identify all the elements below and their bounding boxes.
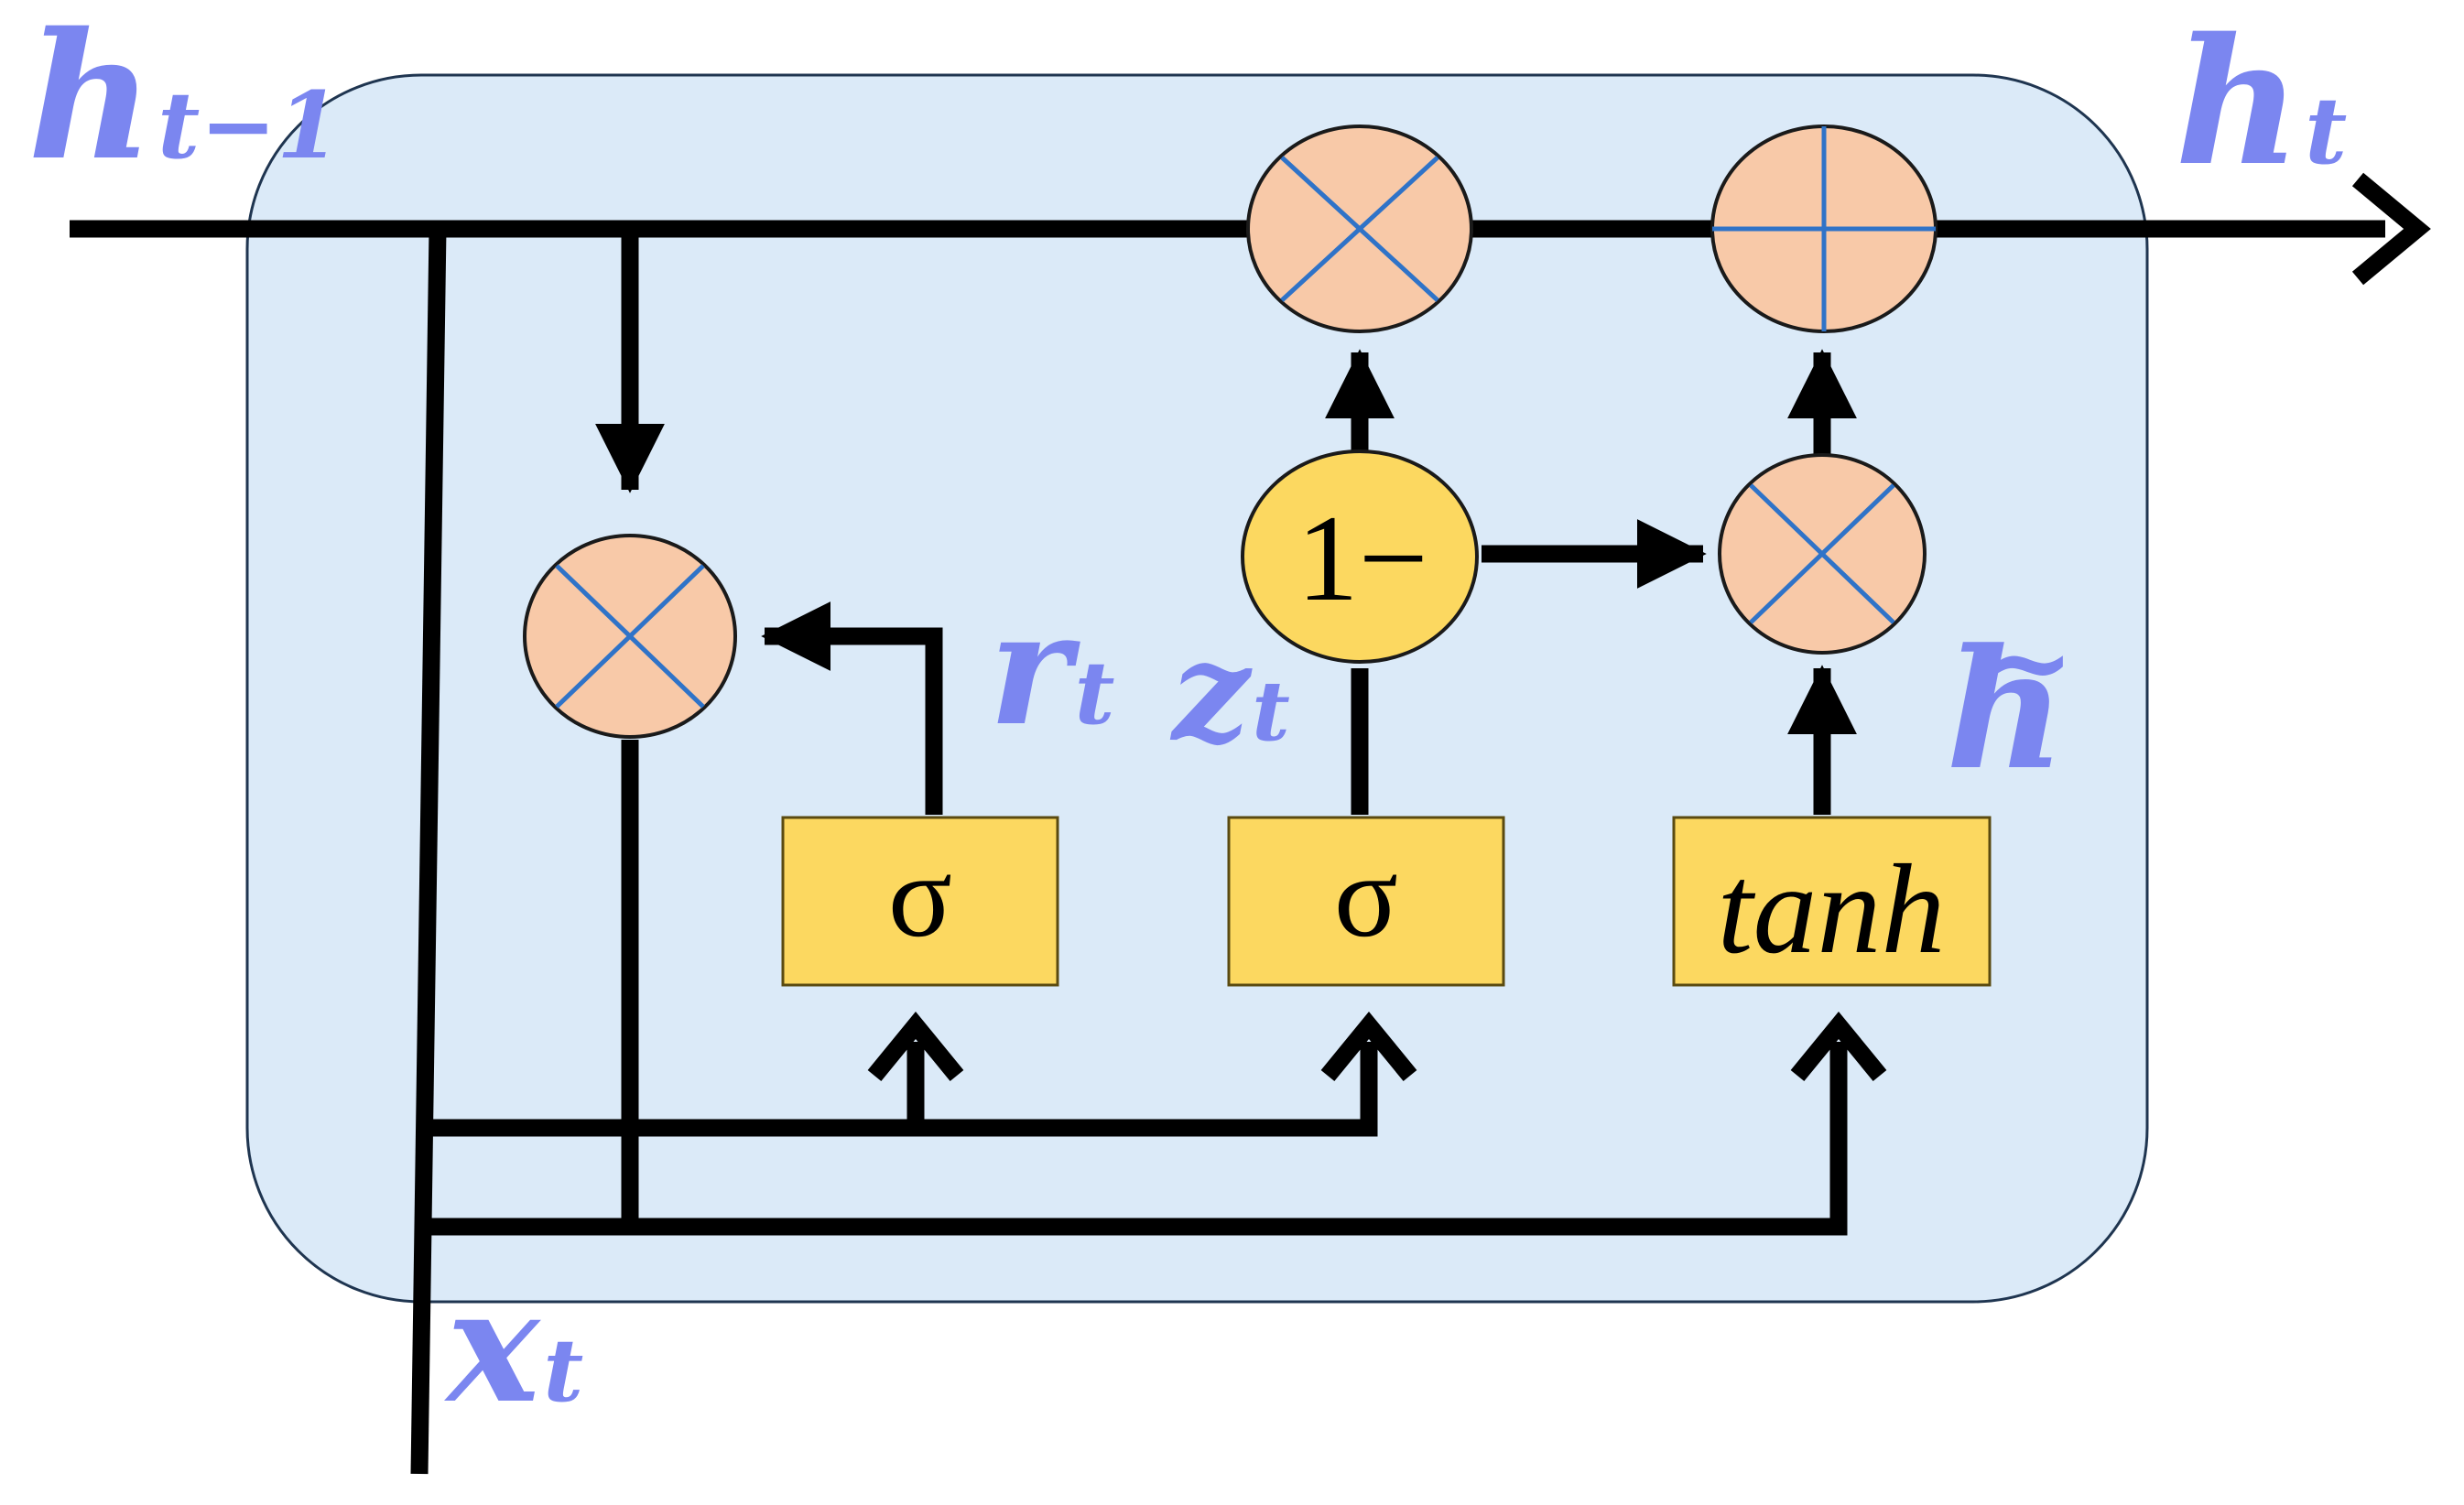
one-minus-label: 1− xyxy=(1297,491,1428,627)
label-rt: rt xyxy=(989,578,1114,761)
multiply-operator-icon xyxy=(1246,125,1473,333)
tanh-label: tanh xyxy=(1718,839,1946,980)
gate-input-arrowheads xyxy=(867,1011,1887,1082)
label-h-tilde-mark: ~ xyxy=(1982,598,2075,727)
cell-background xyxy=(245,73,2149,1304)
output-arrowhead-icon xyxy=(2351,172,2431,286)
label-zt: zt xyxy=(1169,612,1290,773)
one-minus-circle xyxy=(1241,449,1479,664)
multiply-operator-icon xyxy=(1718,453,1927,655)
bus-to-sigmas xyxy=(429,1042,1378,1137)
sigma-reset-box xyxy=(781,816,1059,987)
sigma-update-label: σ xyxy=(1334,830,1398,962)
wire-rt xyxy=(761,601,943,815)
wires xyxy=(70,172,2431,1475)
label-h-out: ht xyxy=(2175,0,2347,204)
sigma-reset-label: σ xyxy=(888,830,952,962)
input-line-xt xyxy=(410,228,447,1475)
add-operator-icon xyxy=(1710,125,1938,333)
arrow-icon xyxy=(867,1011,964,1082)
label-h-tilde: h xyxy=(1946,613,2066,807)
tanh-box xyxy=(1672,816,1992,987)
label-xt: xt xyxy=(444,1255,583,1438)
arrow-icon xyxy=(1790,1011,1887,1082)
arrow-icon xyxy=(1320,1011,1417,1082)
bus-to-tanh xyxy=(429,1042,1848,1236)
multiply-operator-icon xyxy=(523,534,737,739)
sigma-update-box xyxy=(1227,816,1505,987)
label-h-prev: ht−1 xyxy=(27,0,341,199)
